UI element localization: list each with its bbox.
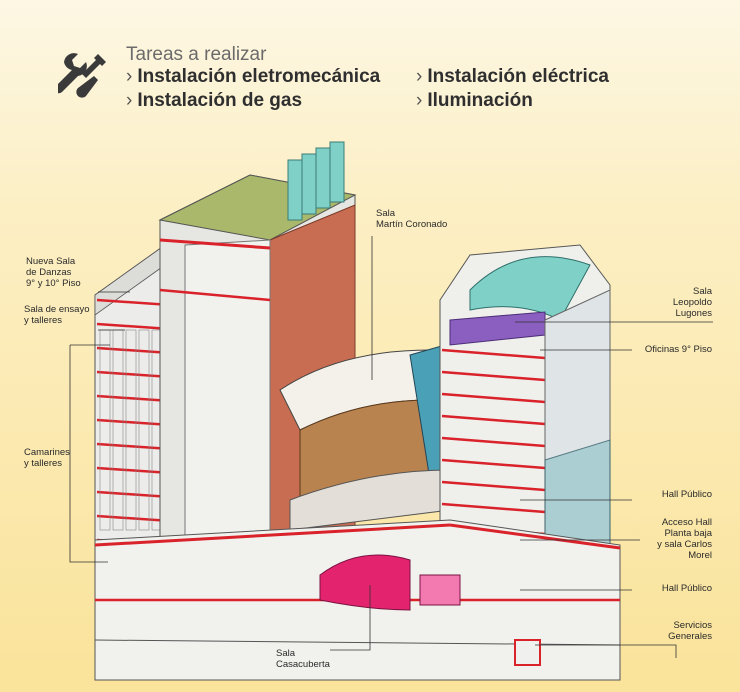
floor-slab: [441, 370, 546, 382]
label-line: Morel: [688, 550, 712, 561]
label-line: Planta baja: [664, 528, 712, 539]
floor-slab: [441, 348, 546, 360]
window-column: [125, 329, 137, 531]
label-line: Nueva Sala: [26, 256, 76, 267]
chevron-right-icon: ›: [126, 90, 133, 111]
label-sala-ensayo: Sala de ensayo y talleres: [24, 304, 90, 326]
label-line: Martín Coronado: [376, 219, 448, 230]
floor-slab: [441, 414, 546, 426]
label-line: y talleres: [24, 315, 63, 326]
label-line: Oficinas 9° Piso: [644, 344, 712, 355]
header: Tareas a realizar ›Instalación eletromec…: [58, 44, 678, 124]
base-floors: [94, 519, 621, 681]
task-label: Instalación eletromecánica: [137, 66, 381, 87]
right-tower: [439, 244, 611, 611]
label-line: Sala de ensayo: [24, 304, 90, 315]
label-sala-leopoldo-lugones: Sala Leopoldo Lugones: [673, 286, 712, 319]
chevron-right-icon: ›: [126, 66, 133, 87]
task-item: ›Instalación eléctrica: [416, 66, 609, 88]
floor-slab: [441, 436, 546, 448]
task-label: Instalación de gas: [137, 90, 303, 111]
label-line: Sala: [692, 286, 712, 297]
label-line: Sala: [376, 208, 396, 219]
label-line: Hall Público: [661, 583, 712, 594]
label-line: Camarines: [24, 447, 70, 458]
label-nueva-sala-danzas: Nueva Sala de Danzas 9° y 10° Piso: [26, 256, 81, 289]
task-item: ›Instalación de gas: [126, 90, 302, 112]
label-line: Lugones: [675, 308, 712, 319]
label-line: Acceso Hall: [661, 517, 712, 528]
label-servicios-generales: Servicios Generales: [668, 620, 712, 642]
label-line: Sala: [276, 648, 296, 659]
label-hall-publico-2: Hall Público: [662, 583, 712, 594]
window-column: [138, 329, 150, 531]
floor-slab: [441, 480, 546, 492]
label-sala-casacuberta: Sala Casacuberta: [276, 648, 330, 670]
chevron-right-icon: ›: [416, 90, 423, 111]
task-label: Instalación eléctrica: [427, 66, 609, 87]
label-acceso-hall: Acceso Hall Planta baja y sala Carlos Mo…: [657, 517, 712, 561]
task-item: ›Iluminación: [416, 90, 533, 112]
label-hall-publico-1: Hall Público: [662, 489, 712, 500]
label-line: Servicios: [673, 620, 712, 631]
chevron-right-icon: ›: [416, 66, 423, 87]
rooftop-silos: [287, 141, 345, 221]
label-line: de Danzas: [26, 267, 72, 278]
label-line: 9° y 10° Piso: [26, 278, 81, 289]
label-line: y sala Carlos: [657, 539, 712, 550]
label-camarines: Camarines y talleres: [24, 447, 70, 469]
floor-slab: [441, 392, 546, 404]
leader-lines: [69, 236, 713, 658]
label-sala-martin-coronado: Sala Martín Coronado: [376, 208, 447, 230]
floor-slab: [441, 458, 546, 470]
label-line: Casacuberta: [276, 659, 330, 670]
label-line: Hall Público: [661, 489, 712, 500]
task-item: ›Instalación eletromecánica: [126, 66, 380, 88]
header-title: Tareas a realizar: [126, 44, 267, 65]
label-oficinas: Oficinas 9° Piso: [645, 344, 712, 355]
task-label: Iluminación: [427, 90, 533, 111]
label-line: y talleres: [24, 458, 63, 469]
label-line: Leopoldo: [672, 297, 712, 308]
wrench-screwdriver-icon: [58, 53, 106, 98]
label-line: Generales: [668, 631, 712, 642]
floor-slab: [441, 502, 546, 514]
